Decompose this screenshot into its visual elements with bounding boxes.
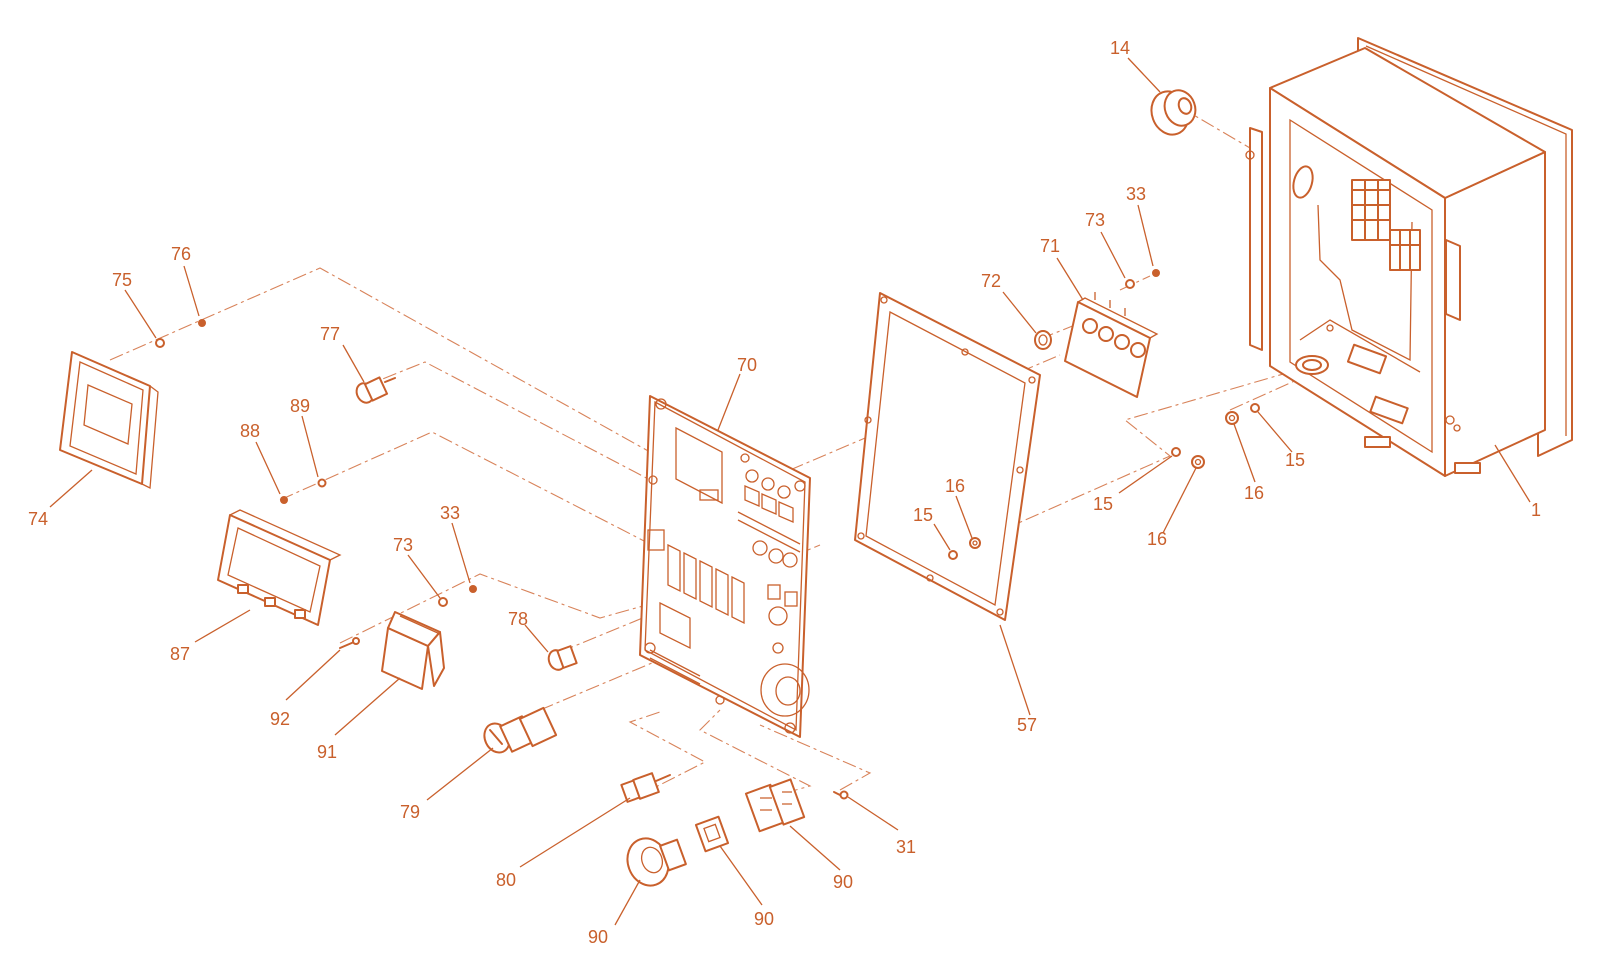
callout-16-gasket: 16 (945, 476, 965, 496)
callout-15-gasket: 15 (913, 505, 933, 525)
callout-74: 74 (28, 509, 48, 529)
callout-88: 88 (240, 421, 260, 441)
callout-14: 14 (1110, 38, 1130, 58)
callout-57: 57 (1017, 715, 1037, 735)
callout-31: 31 (896, 837, 916, 857)
callout-15-mid: 15 (1093, 494, 1113, 514)
callout-89: 89 (290, 396, 310, 416)
contact-block-part-90b (744, 778, 806, 833)
callout-70: 70 (737, 355, 757, 375)
callout-80: 80 (496, 870, 516, 890)
callout-16-enclosure: 16 (1244, 483, 1264, 503)
callout-79: 79 (400, 802, 420, 822)
callout-78: 78 (508, 609, 528, 629)
callout-1: 1 (1531, 500, 1541, 520)
callout-87: 87 (170, 644, 190, 664)
callout-92: 92 (270, 709, 290, 729)
circuit-breakers (647, 529, 745, 625)
callout-73: 73 (1085, 210, 1105, 230)
callout-91: 91 (317, 742, 337, 762)
callout-76: 76 (171, 244, 191, 264)
callout-33-left: 33 (440, 503, 460, 523)
callout-71: 71 (1040, 236, 1060, 256)
contact-block-part-90a (694, 815, 730, 853)
pilot-light-part-78 (547, 645, 578, 671)
small-hardware (155, 269, 1260, 800)
callout-72: 72 (981, 271, 1001, 291)
o-ring-72 (1034, 330, 1052, 350)
callout-90-contact-b: 90 (833, 872, 853, 892)
selector-switch-part-79 (483, 706, 558, 754)
panel-plate-part-70 (639, 395, 811, 738)
lamp-plate-part-71 (1064, 292, 1159, 398)
callout-90-estop: 90 (588, 927, 608, 947)
fuse-holder-part-80 (620, 772, 671, 803)
relay-part-91 (381, 611, 445, 690)
leader-lines (49, 57, 1531, 926)
display-part-74 (59, 351, 159, 490)
gasket-part-57 (854, 292, 1041, 621)
callout-15-enclosure: 15 (1285, 450, 1305, 470)
callout-77: 77 (320, 324, 340, 344)
callout-75: 75 (112, 270, 132, 290)
callout-90-contact-a: 90 (754, 909, 774, 929)
callout-16-mid: 16 (1147, 529, 1167, 549)
push-button-part-77 (355, 376, 396, 404)
cable-gland-part-14 (1150, 89, 1197, 136)
callout-labels: 14 33 73 71 72 75 76 77 70 89 88 74 33 7… (28, 38, 1541, 947)
callout-73-left: 73 (393, 535, 413, 555)
emergency-stop-part-90 (626, 837, 687, 887)
callout-33: 33 (1126, 184, 1146, 204)
instrument-part-87 (217, 509, 342, 626)
enclosure-part-1 (1245, 37, 1573, 477)
